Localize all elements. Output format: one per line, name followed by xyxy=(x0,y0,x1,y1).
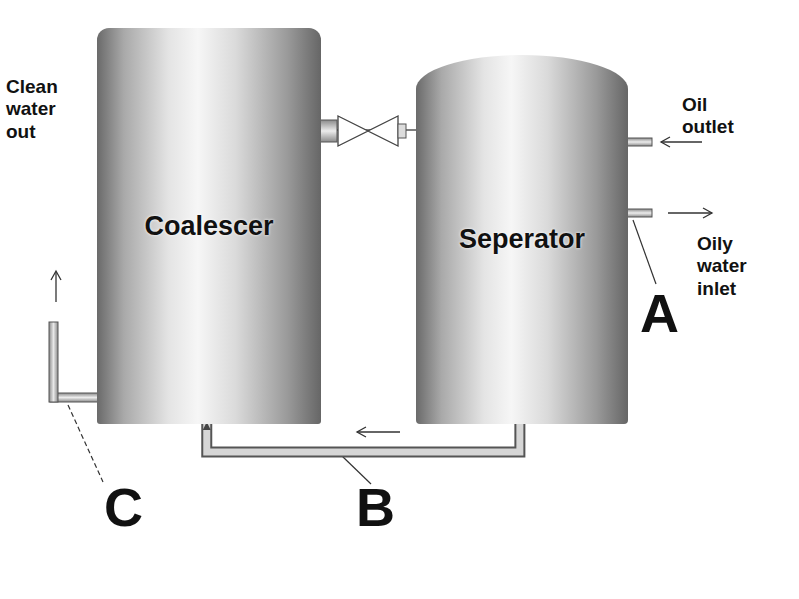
callout-letter: A xyxy=(640,286,679,340)
tank-vessel: Coalescer xyxy=(97,28,321,424)
outlet-pipe xyxy=(49,322,100,402)
flow-arrow xyxy=(661,137,702,147)
flow-label: Clean water out xyxy=(6,76,58,143)
inlet-pipe xyxy=(626,209,652,217)
flow-label: Oil outlet xyxy=(682,94,734,139)
callout-letter: B xyxy=(356,480,395,534)
flow-arrow xyxy=(357,427,400,437)
tank-vessel: Seperator xyxy=(416,55,628,424)
tank-label: Seperator xyxy=(459,224,585,255)
callout-letter: C xyxy=(104,480,143,534)
flow-label: Oily water inlet xyxy=(697,233,747,300)
tank-label: Coalescer xyxy=(144,211,273,242)
flow-arrow xyxy=(668,208,712,218)
pipe-connector xyxy=(207,424,520,452)
flow-arrow xyxy=(51,271,61,302)
oil-outlet-pipe xyxy=(626,138,652,146)
